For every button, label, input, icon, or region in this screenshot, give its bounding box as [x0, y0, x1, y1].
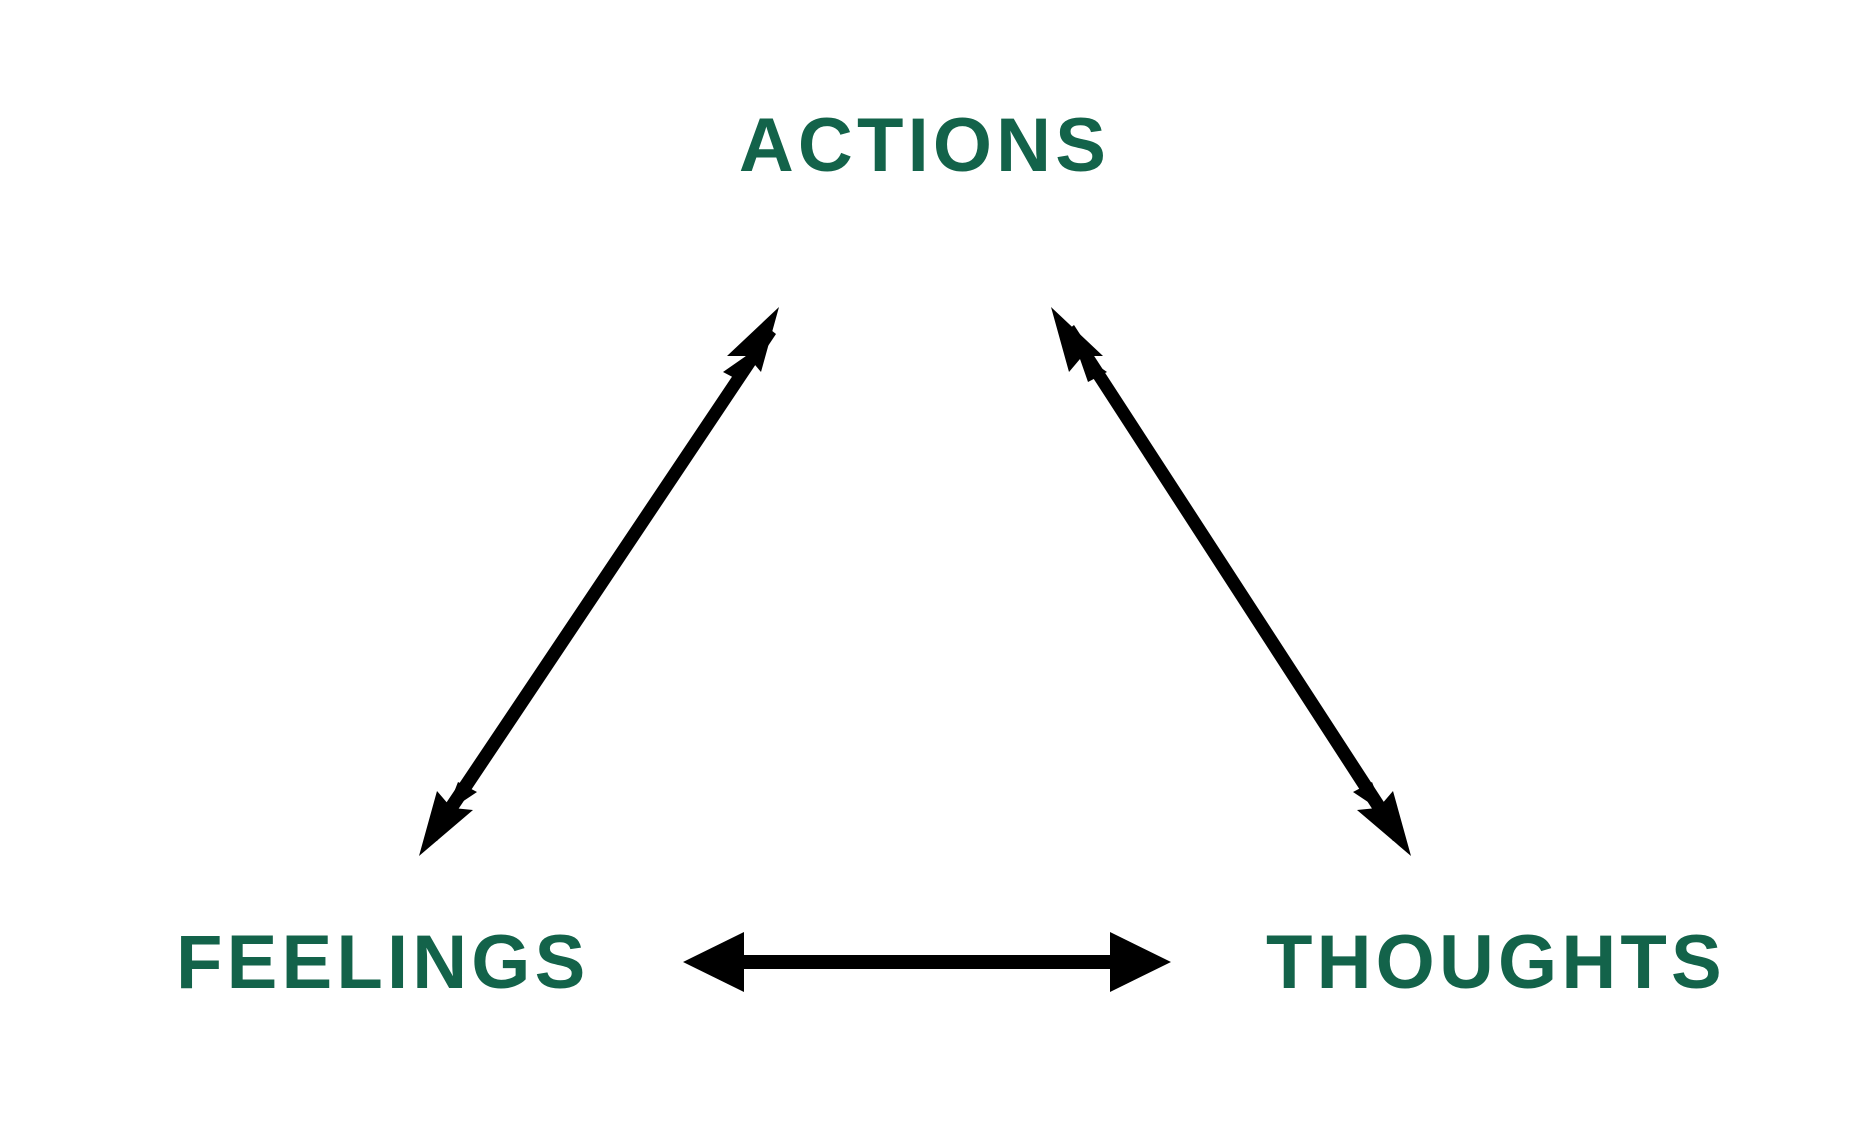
arrow-actions-thoughts: [1051, 307, 1411, 856]
node-label-actions: ACTIONS: [738, 103, 1111, 188]
node-label-thoughts: THOUGHTS: [1266, 920, 1726, 1005]
node-label-feelings: FEELINGS: [176, 920, 590, 1005]
arrow-feelings-actions: [419, 307, 779, 856]
arrow-feelings-thoughts: [683, 932, 1171, 992]
